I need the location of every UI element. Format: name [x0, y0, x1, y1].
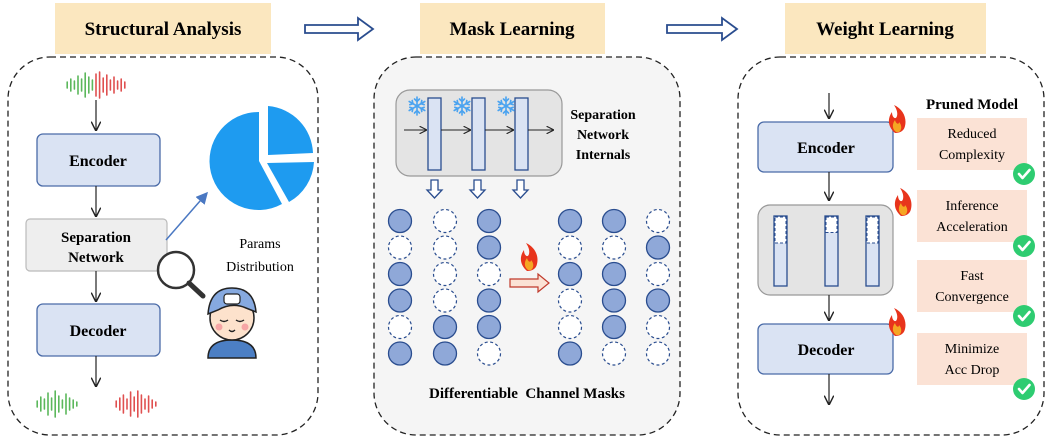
pruned-model-title: Pruned Model: [926, 97, 1018, 113]
channel-masked-circle: [432, 288, 458, 313]
magnifier-icon: [156, 250, 206, 299]
channel-active-circle: [387, 341, 413, 366]
decoder-block-pruned: Decoder: [757, 323, 894, 375]
channel-active-circle: [476, 288, 502, 313]
channel-masked-circle: [432, 208, 458, 234]
channel-masked-circle: [557, 235, 583, 260]
channel-masked-circle: [601, 341, 627, 366]
channel-active-circle: [387, 261, 413, 287]
pruned-decoder-label: Decoder: [798, 342, 855, 359]
header-structural-label: Structural Analysis: [85, 19, 242, 40]
channel-active-circle: [476, 208, 502, 234]
check-icon: [1011, 233, 1037, 259]
pruned-channel-removed: [825, 216, 838, 233]
pie-chart-icon: [209, 106, 314, 210]
channel-active-circle: [476, 235, 502, 260]
hollow-arrow-right-1: [304, 16, 375, 42]
header-mask-label: Mask Learning: [449, 19, 575, 40]
waveform-output-red-icon: [115, 390, 157, 418]
channel-mask-grid: [387, 208, 671, 366]
check-icon: [1011, 376, 1037, 402]
channel-active-circle: [387, 288, 413, 313]
encoder-label: Encoder: [69, 153, 127, 170]
down-arrows: [425, 179, 530, 199]
channel-masked-circle: [645, 208, 671, 234]
channel-masked-circle: [387, 314, 413, 340]
encoder-block-pruned: Encoder: [757, 121, 894, 173]
channel-masked-circle: [476, 261, 502, 287]
encoder-block: Encoder: [36, 133, 161, 187]
hollow-arrow-mask: [509, 272, 550, 294]
internals-label-line1: Separation: [570, 108, 636, 123]
benefit-line2: Complexity: [939, 148, 1005, 163]
channel-masked-circle: [601, 235, 627, 260]
channel-active-circle: [645, 288, 671, 313]
pruned-channel-bar: [824, 215, 839, 287]
benefit-line1: Minimize: [945, 342, 999, 357]
channel-active-circle: [557, 208, 583, 234]
channel-masked-circle: [645, 341, 671, 366]
header-weight-learning: Weight Learning: [785, 3, 986, 54]
header-structural-analysis: Structural Analysis: [55, 3, 271, 54]
benefit-line1: Inference: [946, 199, 999, 214]
benefit-line1: Reduced: [948, 127, 997, 142]
channel-active-circle: [557, 261, 583, 287]
decoder-block: Decoder: [36, 303, 161, 357]
check-icon: [1011, 303, 1037, 329]
separation-label-line2: Network: [68, 250, 124, 266]
benefit-line2: Convergence: [935, 290, 1009, 305]
waveform-output-green-icon: [36, 390, 78, 418]
pruned-channel-removed: [774, 216, 787, 244]
channel-masked-circle: [387, 235, 413, 260]
benefit-line1: Fast: [960, 269, 983, 284]
person-avatar-icon: [207, 287, 257, 359]
pruned-channel-removed: [866, 216, 879, 244]
separation-label-line1: Separation: [61, 230, 132, 246]
internals-label-line2: Network: [577, 128, 629, 143]
check-icon: [1011, 161, 1037, 187]
pruned-separation-box: [757, 204, 894, 296]
header-weight-label: Weight Learning: [816, 19, 954, 40]
hollow-arrow-right-2: [666, 16, 739, 42]
channel-active-circle: [432, 314, 458, 340]
internals-label-line3: Internals: [576, 148, 631, 163]
channel-active-circle: [476, 314, 502, 340]
separation-internals-box: [395, 89, 563, 177]
channel-active-circle: [557, 341, 583, 366]
channel-active-circle: [432, 341, 458, 366]
benefit-line2: Acceleration: [936, 220, 1008, 235]
params-label-line1: Params: [239, 237, 280, 252]
channel-masked-circle: [432, 235, 458, 260]
channel-active-circle: [601, 314, 627, 340]
channel-masks-caption: Differentiable Channel Masks: [429, 386, 625, 402]
pruned-encoder-label: Encoder: [797, 140, 855, 157]
benefit-line2: Acc Drop: [945, 363, 1000, 378]
params-label-line2: Distribution: [226, 260, 294, 275]
channel-masked-circle: [557, 314, 583, 340]
channel-masked-circle: [645, 314, 671, 340]
channel-masked-circle: [476, 341, 502, 366]
header-mask-learning: Mask Learning: [420, 3, 605, 54]
separation-network-block: Separation Network: [25, 218, 168, 272]
waveform-icon: [66, 71, 126, 99]
channel-masked-circle: [557, 288, 583, 313]
channel-active-circle: [387, 208, 413, 234]
channel-active-circle: [601, 208, 627, 234]
channel-active-circle: [645, 235, 671, 260]
decoder-label: Decoder: [70, 323, 127, 340]
channel-active-circle: [601, 261, 627, 287]
channel-masked-circle: [432, 261, 458, 287]
channel-active-circle: [601, 288, 627, 313]
channel-masked-circle: [645, 261, 671, 287]
